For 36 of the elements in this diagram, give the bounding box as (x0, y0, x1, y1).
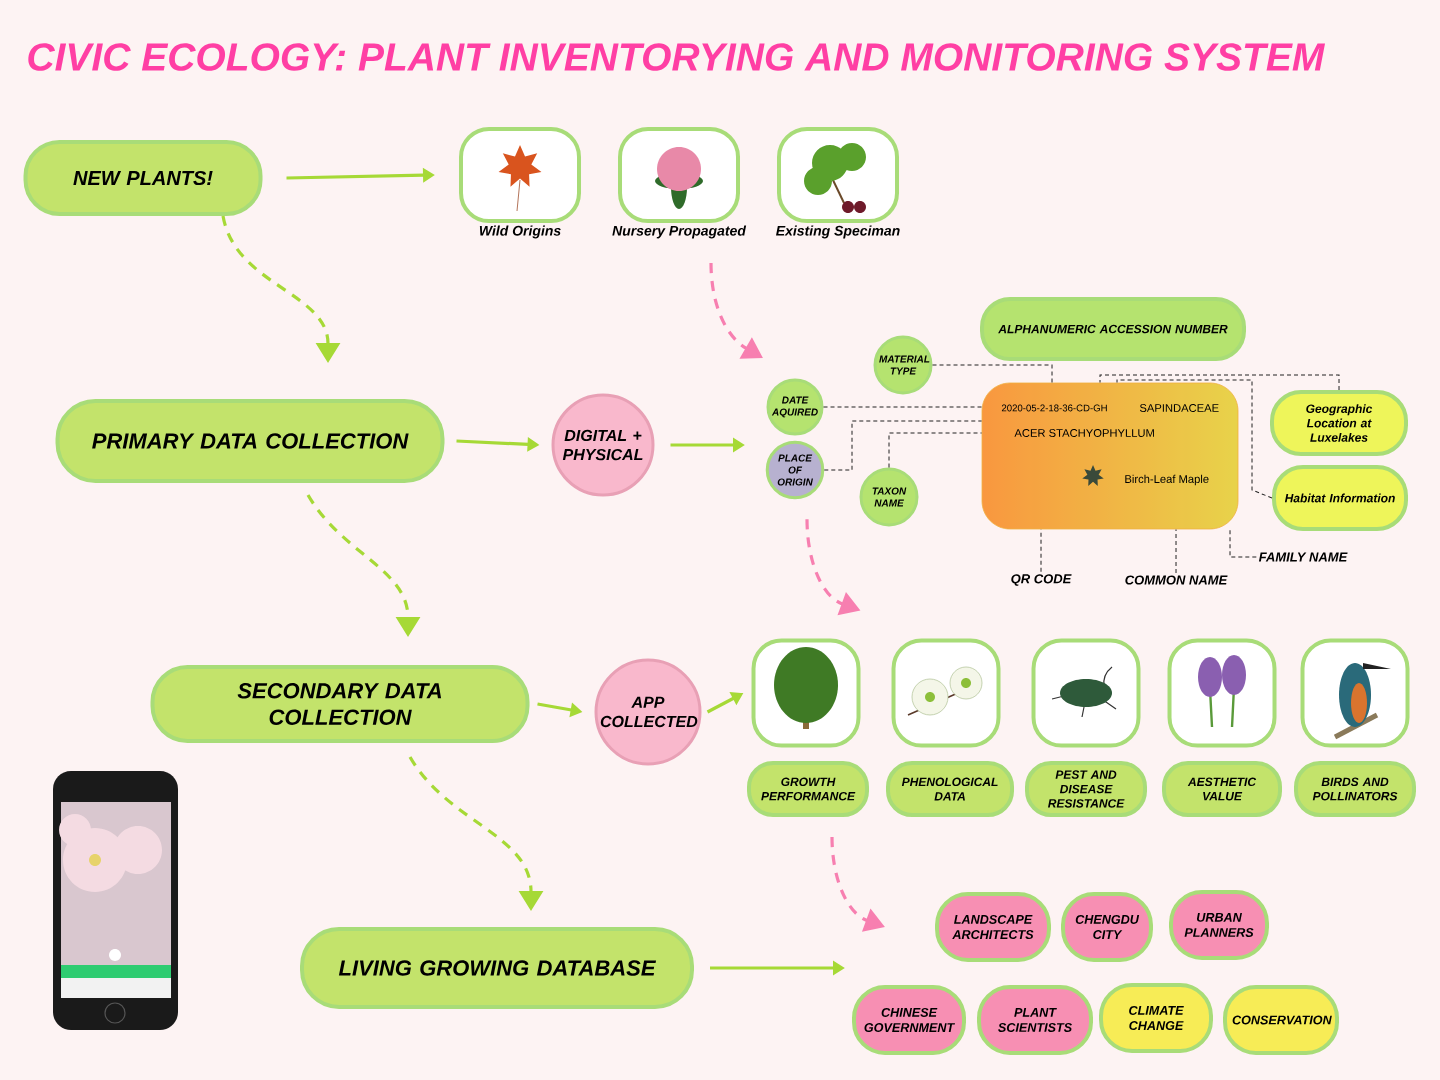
leader-line (1229, 528, 1257, 558)
category-pill: BIRDS AND POLLINATORS (1294, 761, 1416, 817)
start-pill: NEW PLANTS! (23, 140, 263, 216)
category-pill: AESTHETIC VALUE (1162, 761, 1282, 817)
stage-pill: SECONDARY DATA COLLECTION (150, 665, 530, 743)
category-pill: PHENOLOGICAL DATA (886, 761, 1014, 817)
stage-pill: PRIMARY DATA COLLECTION (55, 399, 445, 483)
info-pill: Habitat Information (1272, 465, 1408, 531)
leader-line (1099, 374, 1340, 391)
audience-pill: LANDSCAPE ARCHITECTS (935, 892, 1051, 962)
common-name: Birch-Leaf Maple (1125, 474, 1209, 486)
audience-pill: PLANT SCIENTISTS (977, 985, 1093, 1055)
stage-pill: LIVING GROWING DATABASE (300, 927, 694, 1009)
title: CIVIC ECOLOGY: PLANT INVENTORYING AND MONITORING SYSTEM (28, 43, 1325, 71)
audience-pill: CHENGDU CITY (1061, 892, 1153, 962)
audience-pill: CHINESE GOVERNMENT (852, 985, 966, 1055)
leader-line (1040, 528, 1042, 573)
category-pill: GROWTH PERFORMANCE (747, 761, 869, 817)
leader-line (823, 420, 983, 471)
leader-line (888, 432, 983, 468)
callout-label: COMMON NAME (1125, 575, 1228, 585)
callout-label: FAMILY NAME (1258, 552, 1348, 562)
field-pill: ALPHANUMERIC ACCESSION NUMBER (980, 297, 1246, 361)
accession-number: 2020-05-2-18-36-CD-GH (1001, 404, 1107, 412)
info-pill: Geographic Location at Luxelakes (1270, 390, 1408, 456)
topic-pill: CONSERVATION (1223, 985, 1339, 1055)
leader-line (1175, 528, 1177, 574)
family-name: SAPINDACEAE (1139, 404, 1219, 412)
audience-pill: URBAN PLANNERS (1169, 890, 1269, 960)
leader-line (823, 406, 983, 408)
leader-line (1116, 379, 1273, 499)
category-pill: PEST AND DISEASE RESISTANCE (1025, 761, 1147, 817)
topic-pill: CLIMATE CHANGE (1099, 983, 1213, 1053)
scientific-name: ACER STACHYOPHYLLUM (1014, 429, 1154, 437)
leader-line (932, 364, 1053, 384)
callout-label: QR CODE (1011, 574, 1072, 586)
